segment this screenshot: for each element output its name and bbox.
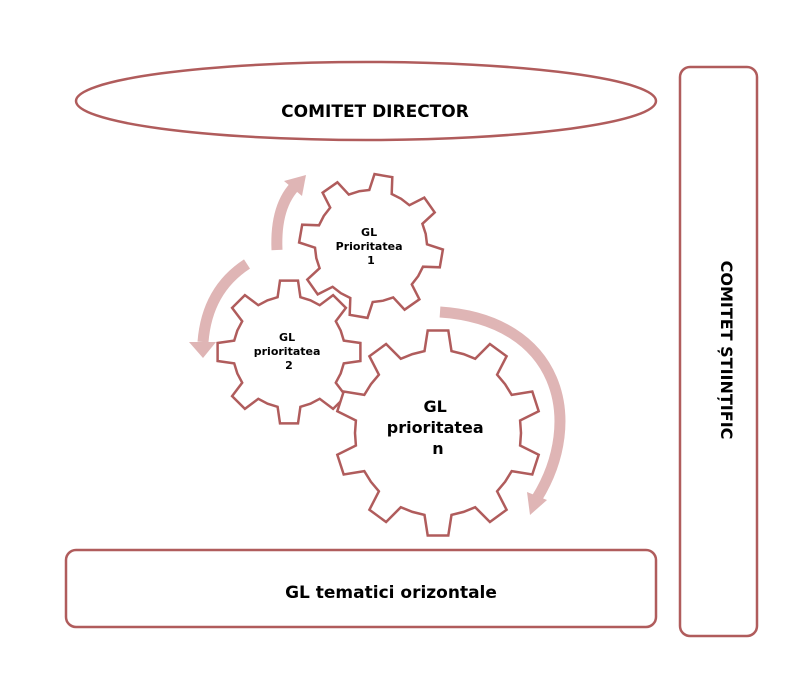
steering-committee: COMITET DIRECTOR <box>74 60 658 142</box>
gear-priority-2: GL prioritatea 2 <box>216 279 362 425</box>
steering-committee-label: COMITET DIRECTOR <box>281 102 469 122</box>
horizontal-groups-box <box>64 548 658 629</box>
gear-icon <box>335 329 541 537</box>
gear-priority-n: GL prioritatea n <box>335 329 541 537</box>
curved-arrow-icon <box>197 259 251 343</box>
horizontal-groups-label: GL tematici orizontale <box>285 583 497 603</box>
arrow-head-icon <box>527 492 547 515</box>
gear-icon <box>297 172 445 320</box>
curved-arrow-icon <box>439 306 566 501</box>
steering-committee-ellipse <box>74 60 658 142</box>
scientific-committee: COMITET ȘTIINȚIFIC <box>678 65 759 638</box>
arrow-head-icon <box>189 342 216 358</box>
scientific-committee-box <box>678 65 759 638</box>
gears: GL Prioritatea 1 GL prioritatea 2 GL pri… <box>216 172 541 537</box>
gear-priority-2-label: GL prioritatea 2 <box>254 331 325 372</box>
horizontal-groups: GL tematici orizontale <box>64 548 658 629</box>
gear-priority-1: GL Prioritatea 1 <box>297 172 445 320</box>
gear-icon <box>216 279 362 425</box>
arrow-head-icon <box>284 175 306 196</box>
arrow-1-to-2 <box>189 259 251 358</box>
gear-priority-1-label: GL Prioritatea 1 <box>336 226 407 267</box>
curved-arrow-icon <box>271 180 301 251</box>
arrow-2-to-1 <box>271 175 306 251</box>
arrows <box>189 175 566 515</box>
gear-priority-n-label: GL prioritatea n <box>387 397 490 458</box>
arrow-to-n <box>439 306 566 515</box>
scientific-committee-label: COMITET ȘTIINȚIFIC <box>717 261 736 440</box>
